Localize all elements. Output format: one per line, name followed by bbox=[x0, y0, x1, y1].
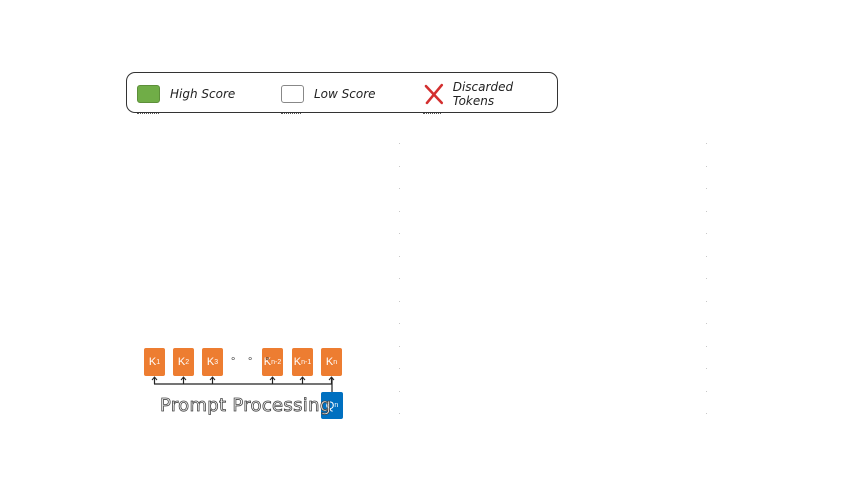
key-subscript: 2 bbox=[185, 358, 190, 366]
key-subscript: n bbox=[333, 358, 338, 366]
legend-box: High Score Low Score Discarded Tokens bbox=[126, 72, 558, 116]
legend-dotted-mark bbox=[281, 113, 301, 116]
query-subscript: n bbox=[334, 402, 339, 409]
guide-tick bbox=[706, 211, 707, 212]
arrow-head-icon bbox=[269, 376, 276, 381]
guide-tick bbox=[706, 413, 707, 414]
guide-tick bbox=[706, 143, 707, 144]
legend-dotted-mark bbox=[423, 113, 441, 116]
arrow-head-icon bbox=[299, 376, 306, 381]
guide-tick bbox=[706, 278, 707, 279]
legend-discarded: Discarded Tokens bbox=[423, 73, 557, 114]
discarded-label: Discarded Tokens bbox=[452, 79, 514, 108]
guide-tick bbox=[399, 346, 400, 347]
guide-tick bbox=[706, 166, 707, 167]
key-letter: K bbox=[263, 356, 272, 368]
guide-tick bbox=[399, 413, 400, 414]
guide-tick bbox=[399, 323, 400, 324]
guide-tick bbox=[706, 346, 707, 347]
guide-tick bbox=[399, 166, 400, 167]
guide-tick bbox=[706, 323, 707, 324]
key-subscript: n-1 bbox=[301, 358, 312, 366]
discarded-x-icon bbox=[424, 83, 444, 104]
guide-tick bbox=[399, 301, 400, 302]
guide-tick bbox=[706, 391, 707, 392]
key-subscript: 1 bbox=[156, 358, 161, 366]
high-score-swatch bbox=[137, 84, 160, 103]
guide-tick bbox=[399, 256, 400, 257]
prompt-processing-label: Prompt Processing bbox=[160, 395, 332, 417]
legend-high-score: High Score bbox=[137, 73, 235, 114]
arrow-head-icon bbox=[180, 376, 187, 381]
legend-dotted-mark bbox=[137, 113, 159, 116]
guide-tick bbox=[399, 368, 400, 369]
key-letter: K bbox=[206, 356, 215, 368]
guide-tick bbox=[399, 391, 400, 392]
query-letter: Q bbox=[325, 399, 335, 412]
guide-tick bbox=[706, 368, 707, 369]
arrow-head-icon bbox=[209, 376, 216, 381]
legend-low-score: Low Score bbox=[281, 73, 376, 114]
arrow-head-icon bbox=[151, 376, 158, 381]
high-score-label: High Score bbox=[170, 86, 236, 101]
key-subscript: 3 bbox=[214, 358, 219, 366]
keys-ellipsis: ∘ ∘ ∘ bbox=[230, 354, 275, 365]
key-letter: K bbox=[148, 356, 157, 368]
key-subscript: n-2 bbox=[271, 358, 282, 366]
guide-tick bbox=[706, 233, 707, 234]
guide-tick bbox=[399, 233, 400, 234]
guide-tick bbox=[706, 188, 707, 189]
guide-tick bbox=[399, 211, 400, 212]
key-letter: K bbox=[325, 356, 334, 368]
low-score-swatch bbox=[281, 84, 304, 103]
guide-tick bbox=[706, 301, 707, 302]
low-score-label: Low Score bbox=[314, 86, 376, 101]
arrow-head-icon bbox=[328, 376, 335, 381]
key-letter: K bbox=[177, 356, 186, 368]
guide-tick bbox=[399, 143, 400, 144]
guide-tick bbox=[399, 188, 400, 189]
guide-tick bbox=[706, 256, 707, 257]
key-letter: K bbox=[293, 356, 302, 368]
guide-tick bbox=[399, 278, 400, 279]
